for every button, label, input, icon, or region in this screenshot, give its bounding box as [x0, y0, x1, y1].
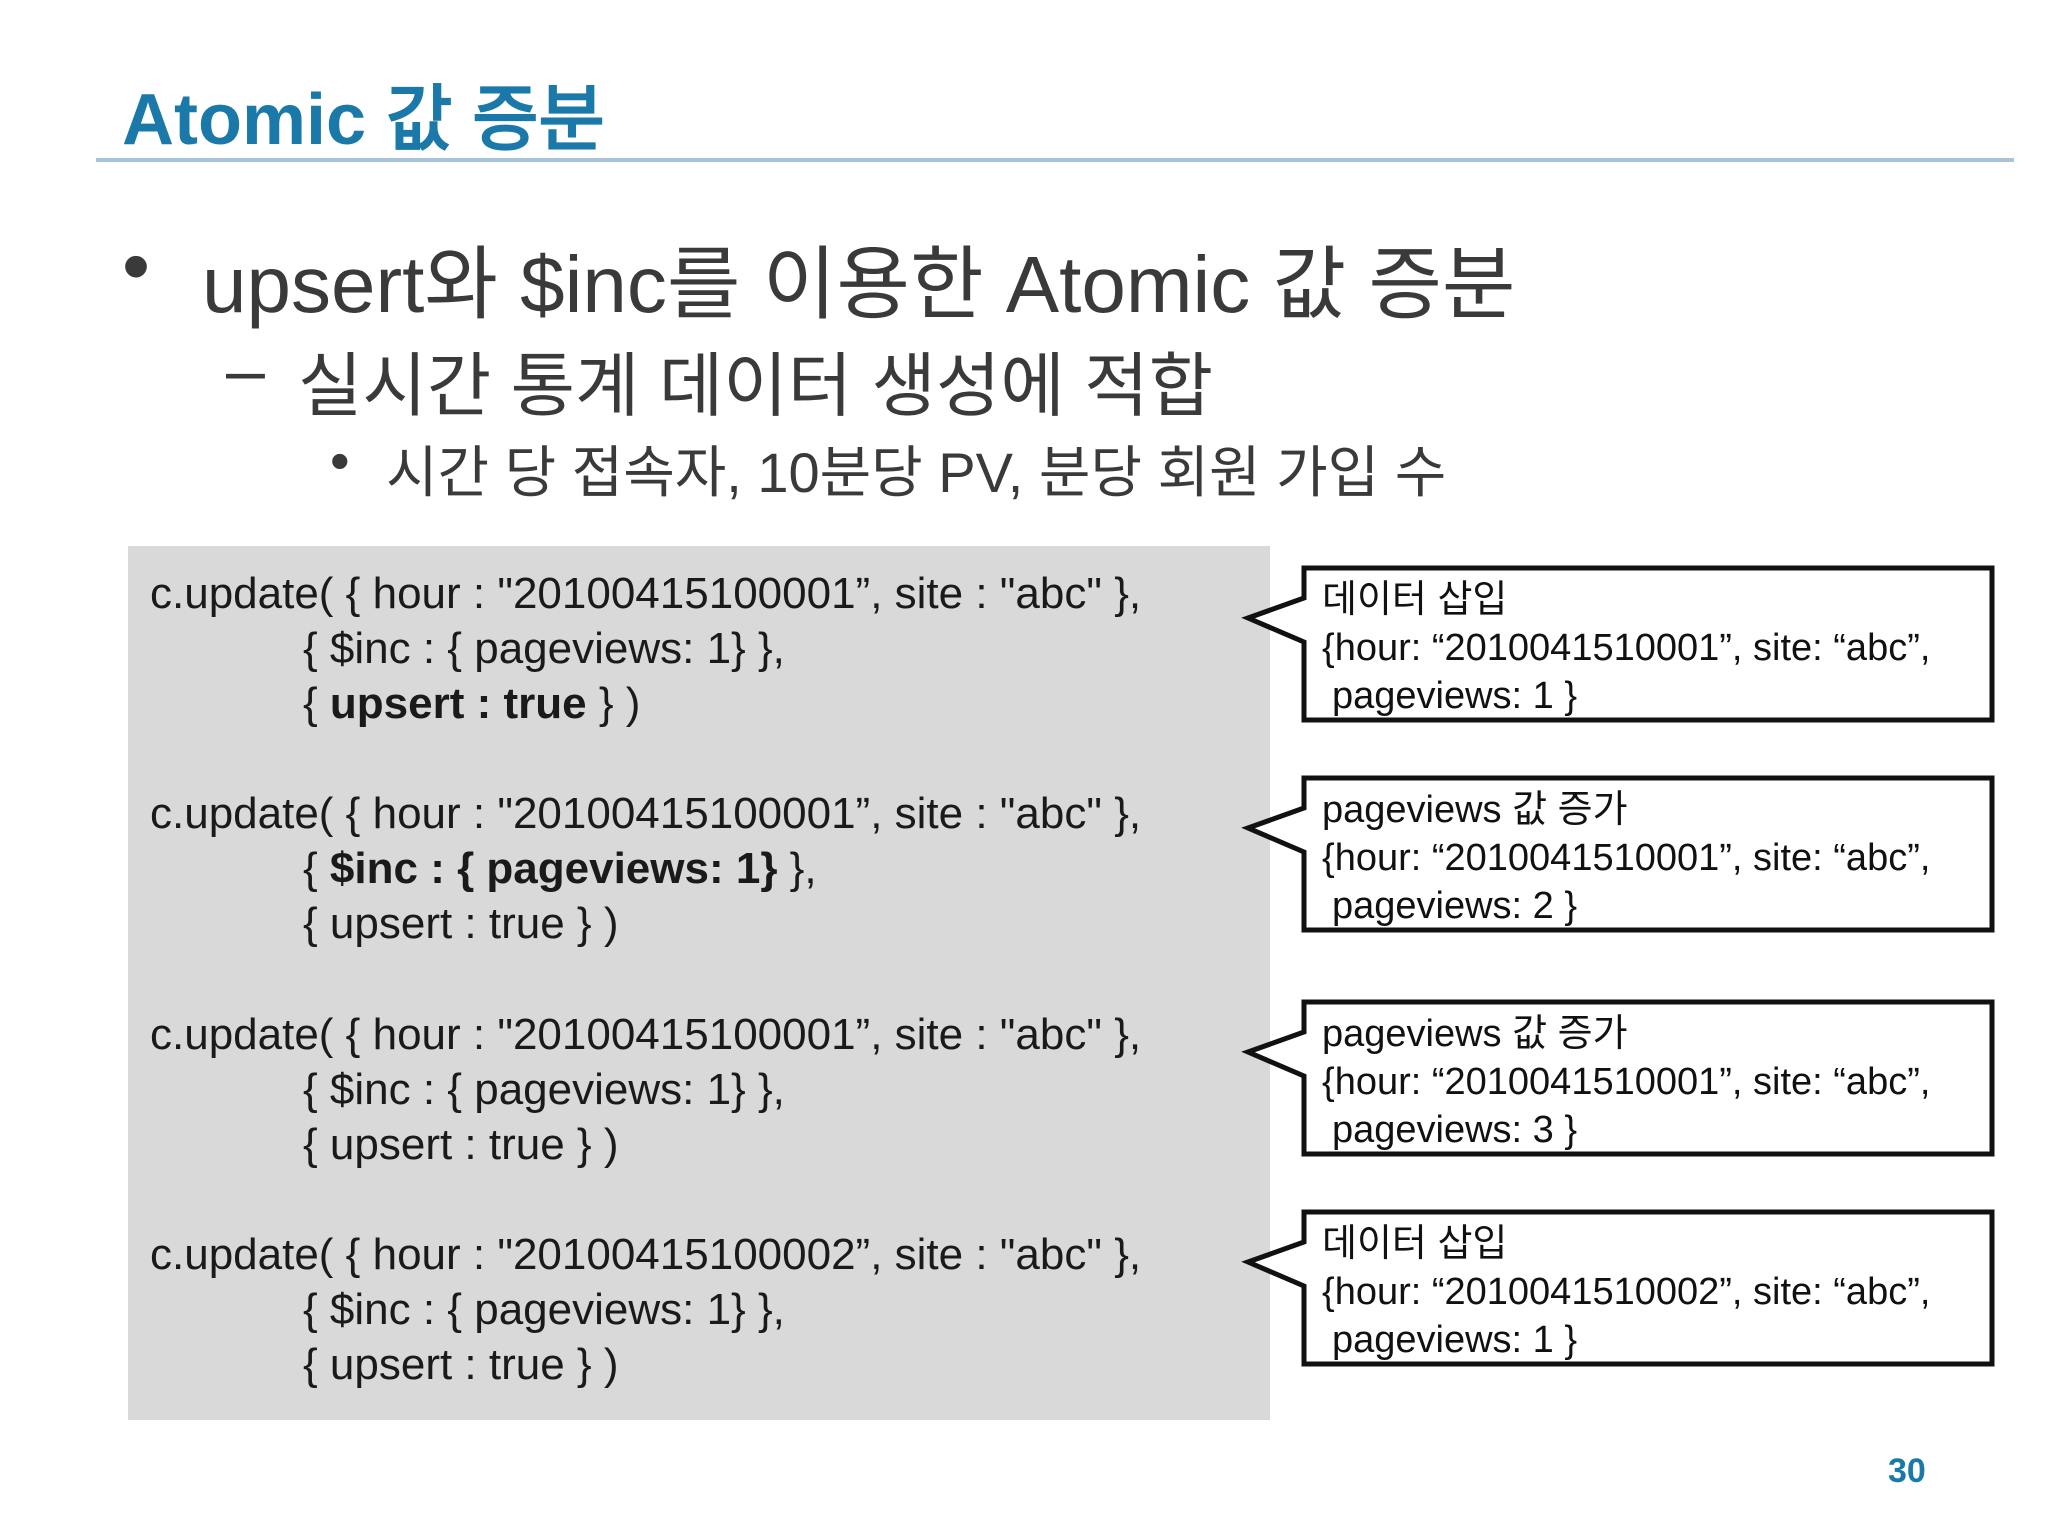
- callout-bubble: [1241, 775, 1995, 933]
- callout-heading: 데이터 삽입: [1322, 1223, 1508, 1265]
- code-text: {: [303, 844, 330, 893]
- bullet-level1-text: upsert와 $inc를 이용한 Atomic 값 증분: [202, 240, 1516, 329]
- code-line: { upsert : true } ): [303, 1340, 619, 1389]
- callout-heading: pageviews 값 증가: [1322, 1013, 1628, 1055]
- code-block-3: c.update( { hour : "20100415100001”, sit…: [150, 1007, 1260, 1172]
- callout-document: {hour: “2010041510001”, site: “abc”,: [1322, 837, 1931, 879]
- code-line: c.update( { hour : "20100415100001”, sit…: [150, 789, 1142, 838]
- callout-2: pageviews 값 증가 {hour: “2010041510001”, s…: [1241, 775, 1995, 933]
- bullet-level3-text: 시간 당 접속자, 10분당 PV, 분당 회원 가입 수: [386, 441, 1447, 504]
- code-block-4: c.update( { hour : "20100415100002”, sit…: [150, 1227, 1260, 1392]
- code-line: { $inc : { pageviews: 1} },: [150, 841, 1260, 896]
- callout-bubble: [1241, 1209, 1995, 1367]
- slide-title: Atomic 값 증분: [122, 80, 605, 160]
- code-line: { $inc : { pageviews: 1} },: [303, 1065, 785, 1114]
- callout-bubble: [1241, 565, 1995, 723]
- bullet-dot-icon: •: [330, 429, 350, 492]
- bullet-dot-icon: •: [122, 221, 151, 310]
- code-text: {: [303, 679, 330, 728]
- bullet-level2-text: 실시간 통계 데이터 생성에 적합: [298, 347, 1213, 425]
- callout-1: 데이터 삽입 {hour: “2010041510001”, site: “ab…: [1241, 565, 1995, 723]
- callout-document: {hour: “2010041510001”, site: “abc”,: [1322, 1061, 1931, 1103]
- callout-document: {hour: “2010041510002”, site: “abc”,: [1322, 1271, 1931, 1313]
- code-block-2: c.update( { hour : "20100415100001”, sit…: [150, 786, 1260, 951]
- bullet-dash-icon: –: [226, 331, 265, 409]
- code-line: c.update( { hour : "20100415100002”, sit…: [150, 1230, 1142, 1279]
- callout-bubble: [1241, 999, 1995, 1157]
- callout-pageviews: pageviews: 1 }: [1332, 1319, 1578, 1361]
- callout-text: 데이터 삽입 {hour: “2010041510001”, site: “ab…: [1322, 576, 1992, 720]
- page-number: 30: [1888, 1452, 1926, 1490]
- callout-text: pageviews 값 증가 {hour: “2010041510001”, s…: [1322, 1010, 1992, 1154]
- callout-3: pageviews 값 증가 {hour: “2010041510001”, s…: [1241, 999, 1995, 1157]
- callout-heading: pageviews 값 증가: [1322, 789, 1628, 831]
- callout-text: 데이터 삽입 {hour: “2010041510002”, site: “ab…: [1322, 1220, 1992, 1364]
- code-line: { $inc : { pageviews: 1} },: [303, 1285, 785, 1334]
- code-bold-text: $inc : { pageviews: 1}: [329, 844, 778, 893]
- callout-pageviews: pageviews: 3 }: [1332, 1109, 1578, 1151]
- callout-heading: 데이터 삽입: [1322, 579, 1508, 621]
- callout-pageviews: pageviews: 1 }: [1332, 675, 1578, 717]
- code-text: },: [777, 844, 817, 893]
- code-panel: c.update( { hour : "20100415100001”, sit…: [128, 546, 1270, 1420]
- code-text: } ): [586, 679, 641, 728]
- callout-pageviews: pageviews: 2 }: [1332, 885, 1578, 927]
- callout-text: pageviews 값 증가 {hour: “2010041510001”, s…: [1322, 786, 1992, 930]
- code-block-1: c.update( { hour : "20100415100001”, sit…: [150, 566, 1260, 731]
- callout-4: 데이터 삽입 {hour: “2010041510002”, site: “ab…: [1241, 1209, 1995, 1367]
- code-line: { $inc : { pageviews: 1} },: [303, 624, 785, 673]
- code-bold-text: upsert : true: [329, 679, 587, 728]
- code-line: c.update( { hour : "20100415100001”, sit…: [150, 1010, 1142, 1059]
- title-divider: [96, 158, 2014, 162]
- code-line: { upsert : true } ): [150, 676, 1260, 731]
- callout-document: {hour: “2010041510001”, site: “abc”,: [1322, 627, 1931, 669]
- code-line: c.update( { hour : "20100415100001”, sit…: [150, 569, 1142, 618]
- code-line: { upsert : true } ): [303, 1120, 619, 1169]
- code-line: { upsert : true } ): [303, 899, 619, 948]
